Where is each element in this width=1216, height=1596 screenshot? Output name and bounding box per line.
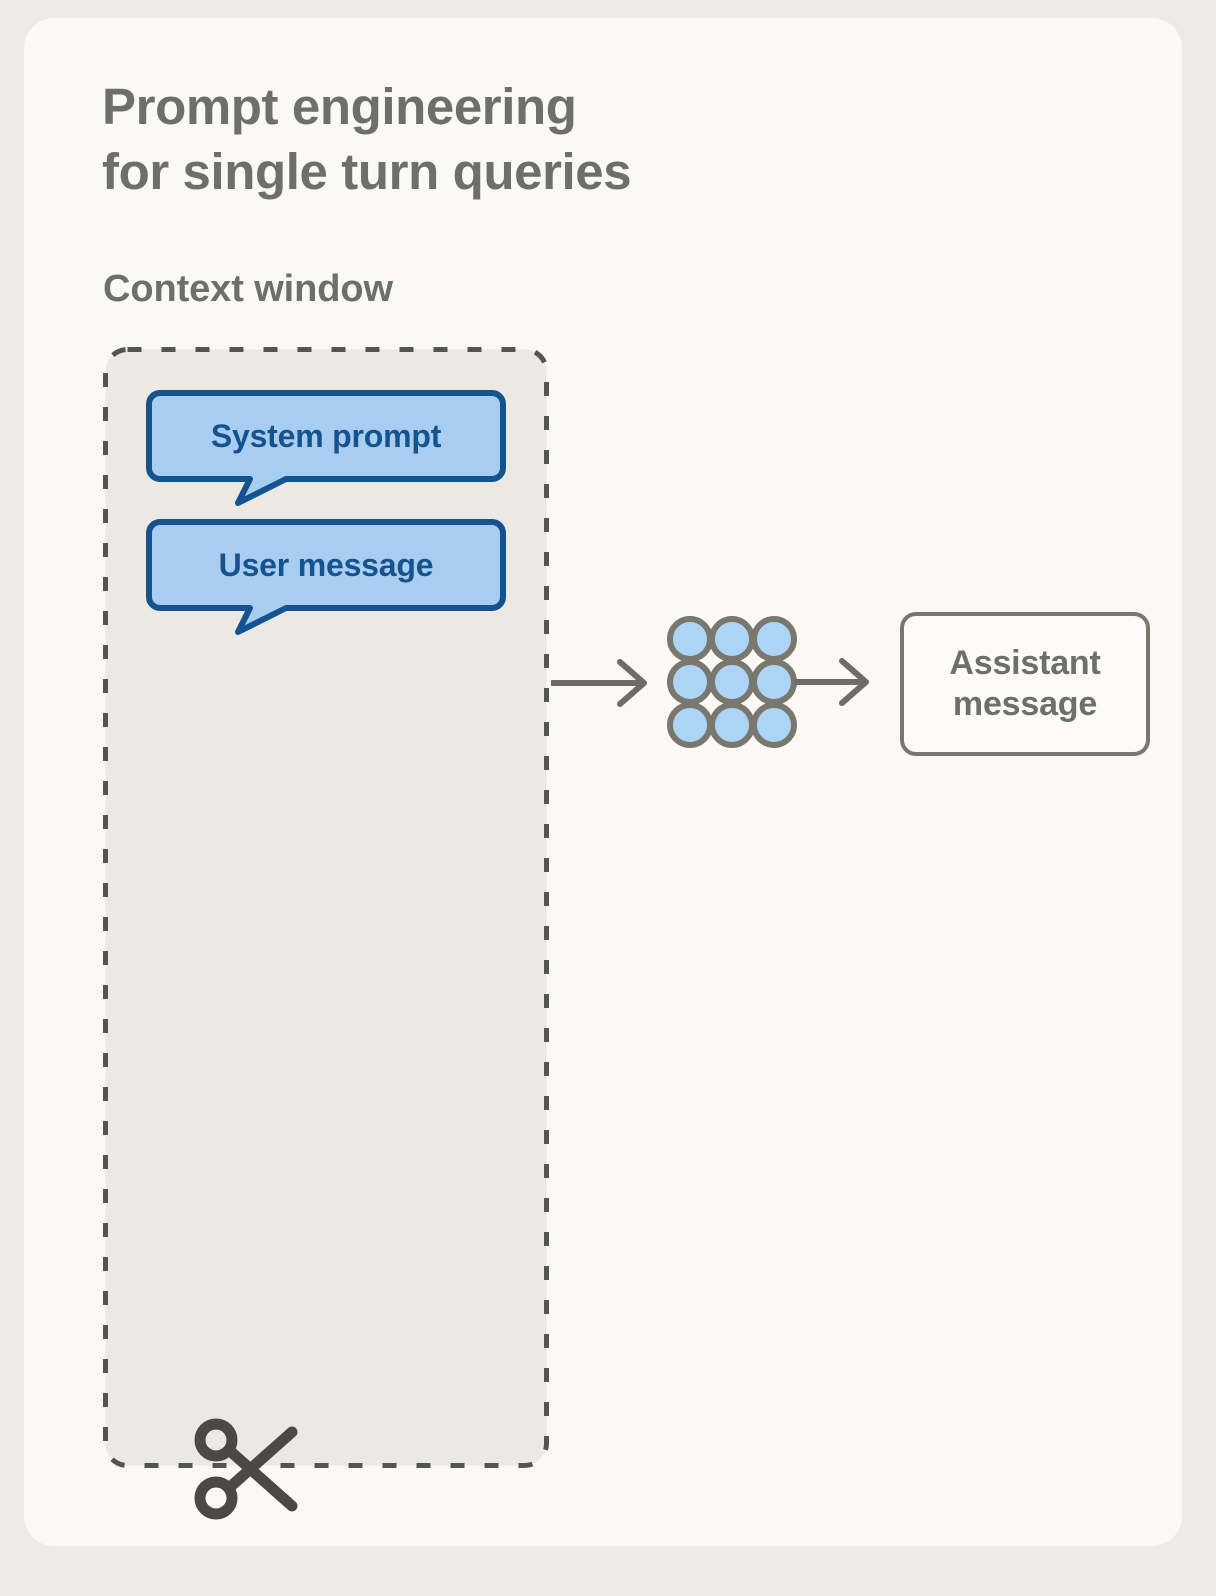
context-window-border [103, 347, 549, 1468]
user-message-bubble[interactable]: User message [146, 519, 506, 635]
context-window-box [103, 347, 549, 1468]
assistant-message-label: Assistant message [949, 643, 1101, 723]
system-prompt-bubble[interactable]: System prompt [146, 390, 506, 506]
arrow-context-to-model [551, 659, 647, 707]
system-prompt-bubble-shape [146, 390, 506, 506]
neural-network-icon [667, 616, 797, 748]
arrow-model-to-output [794, 658, 869, 706]
scissors-icon [192, 1414, 322, 1524]
diagram-card: Prompt engineering for single turn queri… [24, 18, 1182, 1546]
assistant-message-box[interactable]: Assistant message [900, 612, 1150, 756]
system-prompt-label: System prompt [210, 417, 442, 454]
page-title: Prompt engineering for single turn queri… [102, 78, 632, 201]
user-message-label: User message [218, 546, 434, 583]
context-window-label: Context window [103, 268, 393, 310]
user-message-bubble-shape [146, 519, 506, 635]
